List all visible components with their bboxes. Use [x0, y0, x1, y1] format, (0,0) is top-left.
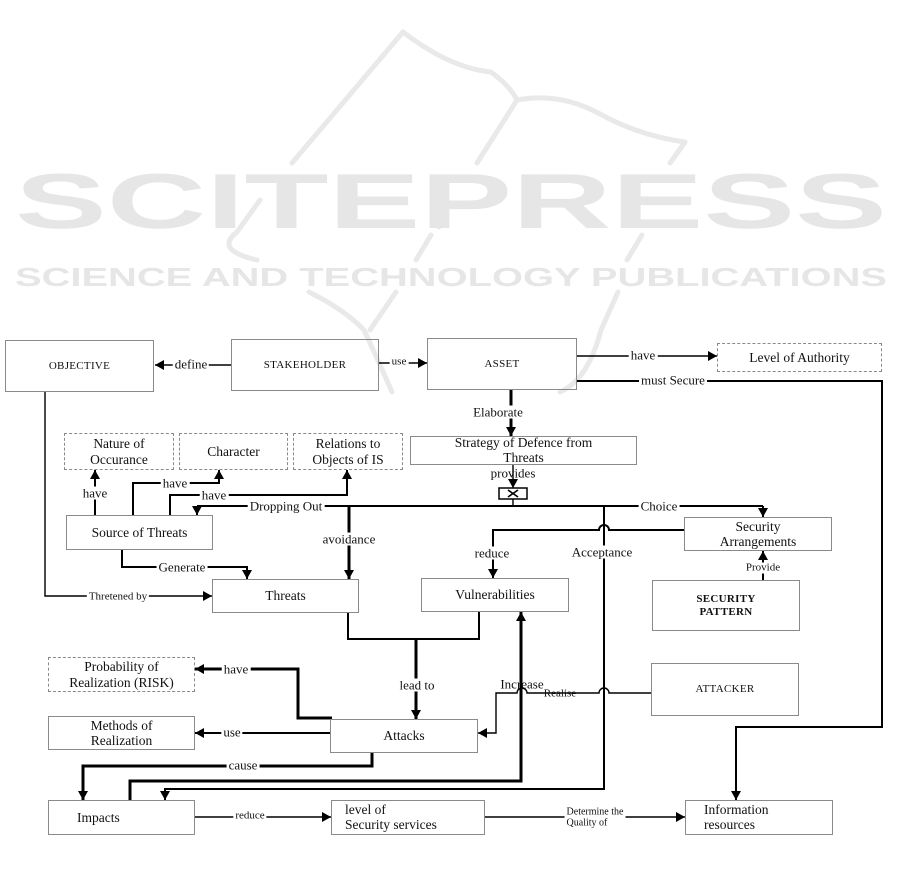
node-threats: Threats — [212, 579, 359, 613]
edge-label-have-nature: have — [80, 485, 110, 501]
node-label: Strategy of Defence from — [454, 435, 593, 451]
node-security-pattern: SECURITY PATTERN — [652, 580, 800, 631]
edge-label-generate: Generate — [156, 559, 208, 575]
node-level-of-authority: Level of Authority — [717, 343, 882, 372]
node-nature-of-occurance: Nature of Occurance — [64, 433, 174, 470]
edge-label-have-probability: have — [221, 661, 251, 677]
node-label: PATTERN — [699, 605, 753, 618]
node-label: Character — [207, 443, 260, 459]
edge-label-provide: Provide — [743, 561, 783, 574]
edge-label-have-character: have — [160, 475, 190, 491]
node-label: Relations to — [315, 436, 381, 452]
node-label: Nature of — [93, 436, 145, 452]
node-label: Vulnerabilities — [455, 587, 535, 603]
edge-label-reduce-level: reduce — [233, 809, 267, 822]
node-source-of-threats: Source of Threats — [66, 515, 213, 550]
edge-label-increase: Increase — [500, 676, 544, 692]
node-label: level of — [345, 802, 386, 818]
edge-label-realise: Realise — [543, 687, 577, 700]
edge-label-line: Determine the — [566, 806, 624, 818]
edge-have-probability — [195, 664, 332, 720]
edge-label-reduce-vulnerabilities: reduce — [472, 545, 512, 561]
edge-label-elaborate: Elaborate — [471, 404, 525, 420]
node-label: ATTACKER — [695, 683, 755, 696]
node-label: Information — [704, 802, 769, 818]
node-label: Security — [735, 518, 781, 534]
node-label: Source of Threats — [91, 524, 188, 540]
node-label: Realization (RISK) — [69, 674, 174, 690]
edge-label-use: use — [389, 355, 409, 368]
edge-label-avoidance: avoidance — [320, 531, 378, 547]
watermark-brand: SCITEPRESS — [15, 157, 887, 245]
edge-label-choice: Choice — [638, 498, 680, 514]
node-probability-of-realization: Probability of Realization (RISK) — [48, 657, 195, 692]
node-label: Realization — [90, 733, 153, 748]
edge-label-must-secure: must Secure — [639, 372, 707, 388]
node-stakeholder: STAKEHOLDER — [231, 339, 379, 391]
node-objective: OBJECTIVE — [5, 340, 154, 392]
edge-have-relations — [169, 470, 352, 515]
edge-threats-vulnerabilities-join — [347, 612, 480, 640]
node-label: Probability of — [84, 659, 159, 675]
edge-label-threatened-by: Thretened by — [86, 590, 150, 603]
node-methods-of-realization: Methods of Realization — [48, 716, 195, 750]
node-label: Security services — [345, 816, 437, 832]
watermark-logo — [226, 29, 688, 395]
node-label: Threats — [503, 449, 544, 465]
edge-label-use-methods: use — [221, 724, 243, 740]
edge-label-provides: provides — [490, 465, 536, 481]
edge-label-define: define — [172, 356, 210, 372]
node-label: ASSET — [484, 357, 520, 370]
edge-acceptance — [160, 506, 605, 800]
node-label: Attacks — [383, 728, 425, 744]
node-label: Occurance — [90, 451, 148, 467]
node-information-resources: Information resources — [685, 800, 833, 835]
node-vulnerabilities: Vulnerabilities — [421, 578, 569, 612]
node-label: Level of Authority — [749, 349, 850, 365]
node-asset: ASSET — [427, 338, 577, 390]
node-relations-to-objects: Relations to Objects of IS — [293, 433, 403, 470]
node-attacker: ATTACKER — [651, 663, 799, 716]
node-level-of-security-services: level of Security services — [331, 800, 485, 835]
node-label: Objects of IS — [312, 451, 384, 467]
node-label: STAKEHOLDER — [263, 358, 347, 371]
edge-label-have-relations: have — [199, 487, 229, 503]
node-character: Character — [179, 433, 288, 470]
edge-label-have-authority: have — [628, 347, 658, 363]
edge-label-determine-quality: Determine the Quality of — [564, 806, 626, 829]
edge-threatened-by — [44, 392, 212, 601]
node-label: resources — [704, 816, 755, 832]
edge-label-line: Quality of — [566, 817, 608, 828]
node-label: Threats — [265, 588, 306, 604]
node-label: Impacts — [77, 809, 120, 825]
node-label: Methods of — [90, 717, 153, 733]
edge-must-secure — [577, 380, 883, 800]
edge-increase — [128, 612, 526, 800]
edge-label-acceptance: Acceptance — [569, 544, 635, 560]
node-label: SECURITY — [696, 593, 756, 606]
node-label: Arrangements — [719, 534, 797, 549]
watermark-tagline: SCIENCE AND TECHNOLOGY PUBLICATIONS — [15, 262, 887, 292]
edge-realise — [478, 687, 651, 738]
edge-label-cause: cause — [226, 757, 260, 773]
node-impacts: Impacts — [48, 800, 195, 835]
edge-label-lead-to: lead to — [397, 677, 437, 693]
node-attacks: Attacks — [330, 719, 478, 753]
node-label: OBJECTIVE — [48, 359, 111, 372]
x-mark-icon — [507, 489, 519, 498]
edge-label-dropping-out: Dropping Out — [247, 498, 325, 514]
node-security-arrangements: Security Arrangements — [684, 517, 832, 551]
edge-reduce-vulnerabilities — [488, 524, 684, 578]
node-strategy-of-defence: Strategy of Defence from Threats — [410, 436, 637, 465]
